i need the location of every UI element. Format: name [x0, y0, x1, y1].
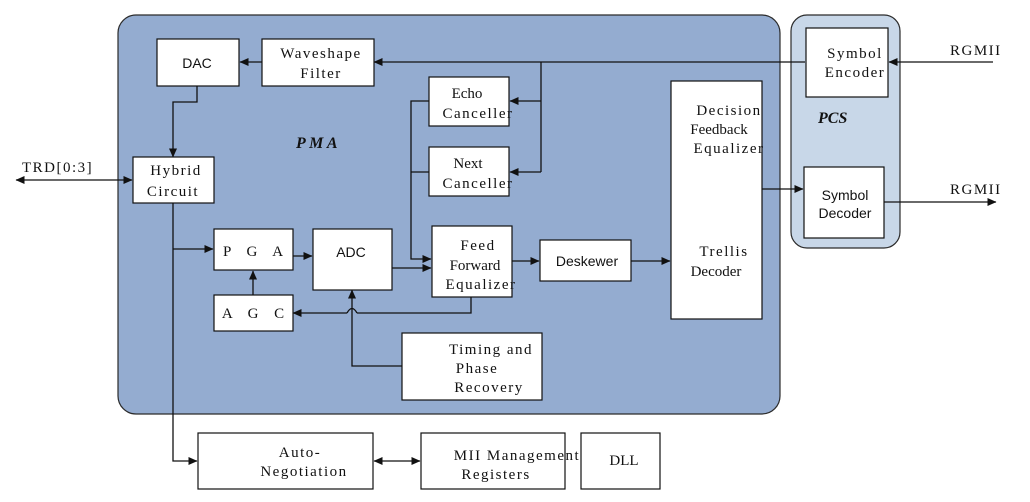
symbol-decoder-label-line2: Decoder: [819, 205, 872, 221]
dfe-label-line2: Feedback: [690, 122, 748, 138]
auto-negotiation-label-line1: Auto-: [279, 445, 322, 461]
trellis-label-line1: Trellis: [699, 244, 748, 260]
auto-negotiation-block: Auto- Negotiation: [197, 432, 374, 490]
echo-canceller-label-line1: Echo: [452, 86, 483, 102]
hybrid-circuit-label-line1: Hybrid: [150, 163, 202, 179]
mii-registers-label-line2: Registers: [461, 467, 530, 483]
timing-phase-recovery-block: Timing and Phase Recovery: [401, 332, 543, 401]
deskewer-label: Deskewer: [556, 253, 619, 269]
timing-label-line3: Recovery: [454, 380, 523, 396]
pma-label: P M A: [295, 135, 338, 152]
dfe-trellis-block: Decision Feedback Equalizer Trellis Deco…: [670, 80, 765, 320]
next-canceller-label-line1: Next: [453, 156, 483, 172]
hybrid-circuit-label-line2: Circuit: [147, 184, 199, 200]
signal-wires: [15, 58, 997, 465]
trd-port-label: TRD[0:3]: [22, 160, 93, 176]
rgmii-input-label: RGMII: [950, 43, 1002, 59]
dac-label: DAC: [182, 55, 212, 71]
symbol-encoder-label-line2: Encoder: [825, 65, 885, 81]
mii-registers-label-line1: MII Management: [454, 448, 580, 464]
dll-block: DLL: [580, 432, 661, 490]
ffe-label-line3: Equalizer: [446, 277, 517, 293]
agc-label: A G C: [222, 306, 290, 322]
deskewer-block: Deskewer: [539, 239, 632, 282]
ffe-label-line1: Feed: [460, 238, 495, 254]
agc-block: A G C: [213, 294, 294, 332]
trellis-label-line2: Decoder: [691, 264, 742, 280]
feed-forward-equalizer-block: Feed Forward Equalizer: [431, 225, 517, 298]
timing-label-line1: Timing and: [449, 342, 533, 358]
pga-block: P G A: [213, 228, 294, 271]
symbol-decoder-block: Symbol Decoder: [803, 166, 885, 239]
rgmii-output-label: RGMII: [950, 182, 1002, 198]
ffe-label-line2: Forward: [450, 258, 501, 274]
waveshape-filter-label-line1: Waveshape: [280, 46, 361, 62]
dfe-label-line3: Equalizer: [694, 141, 765, 157]
hybrid-circuit-block: Hybrid Circuit: [132, 156, 215, 204]
waveshape-filter-label-line2: Filter: [300, 66, 342, 82]
symbol-encoder-label-line1: Symbol: [827, 46, 883, 62]
dll-label: DLL: [609, 453, 638, 469]
auto-negotiation-label-line2: Negotiation: [260, 464, 347, 480]
symbol-decoder-label-line1: Symbol: [822, 187, 869, 203]
waveshape-filter-block: Waveshape Filter: [261, 38, 375, 87]
dfe-label-line1: Decision: [696, 103, 761, 119]
adc-label: ADC: [336, 244, 366, 260]
mii-management-registers-block: MII Management Registers: [420, 432, 580, 490]
echo-canceller-label-line2: Canceller: [443, 106, 514, 122]
pcs-label: PCS: [817, 110, 847, 127]
timing-label-line2: Phase: [456, 361, 499, 377]
next-canceller-label-line2: Canceller: [443, 176, 514, 192]
adc-block: ADC: [312, 228, 393, 291]
pga-label: P G A: [223, 244, 289, 260]
echo-canceller-block: Echo Canceller: [428, 76, 514, 127]
dac-block: DAC: [156, 38, 240, 87]
symbol-encoder-block: Symbol Encoder: [805, 27, 889, 98]
next-canceller-block: Next Canceller: [428, 146, 514, 197]
